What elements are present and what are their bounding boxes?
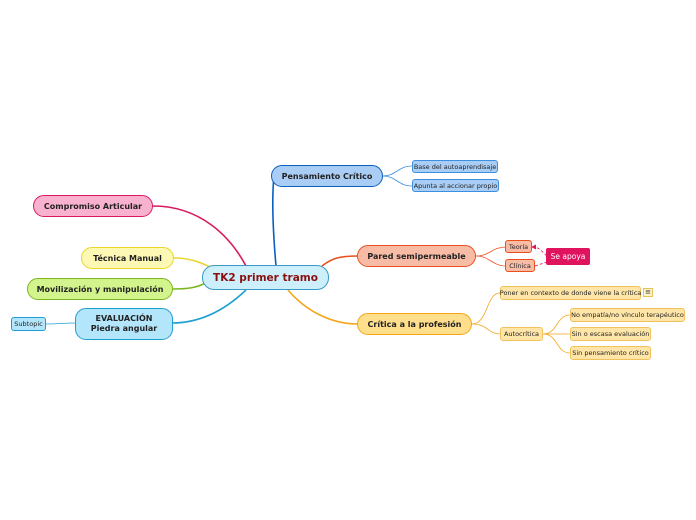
topic-label: Compromiso Articular (43, 201, 143, 211)
subtopic-sin-evaluacion[interactable]: Sin o escasa evaluación (570, 327, 651, 341)
topic-tecnica-manual[interactable]: Técnica Manual (81, 247, 174, 269)
subtopic-base-autoaprendisaje[interactable]: Base del autoaprendisaje (412, 160, 498, 173)
subtopic-label: Subtopic (14, 320, 43, 328)
link-no-empatia (542, 314, 571, 335)
topic-label-line2: Piedra angular (90, 324, 158, 333)
link-clinica (475, 255, 507, 267)
central-topic-label: TK2 primer tramo (213, 271, 318, 284)
subtopic-label: Apunta al accionar propio (413, 181, 498, 190)
subtopic-label: Autocrítica (503, 330, 540, 338)
link-base (382, 165, 413, 177)
subtopic-teoria[interactable]: Teoría (505, 240, 532, 253)
topic-label: Crítica a la profesión (367, 319, 462, 329)
subtopic-autocritica[interactable]: Autocrítica (500, 327, 543, 341)
link-autocritica (471, 323, 501, 335)
central-topic[interactable]: TK2 primer tramo (202, 265, 329, 290)
topic-critica-profesion[interactable]: Crítica a la profesión (357, 313, 472, 335)
subtopic-poner-en-contexto[interactable]: Poner en contexto de donde viene la crít… (500, 286, 641, 300)
subtopic-label: Poner en contexto de donde viene la crít… (499, 289, 642, 297)
subtopic-label: Sin pensamiento crítico (572, 349, 649, 357)
topic-pared-semipermeable[interactable]: Pared semipermeable (357, 245, 476, 267)
subtopic-generic[interactable]: Subtopic (11, 317, 46, 331)
link-poner (471, 292, 501, 325)
link-apunta (382, 175, 413, 187)
topic-label-line1: EVALUACIÓN (95, 314, 153, 323)
subtopic-label: Teoría (508, 242, 529, 251)
relation-label-se-apoya[interactable]: Se apoya (546, 248, 590, 265)
topic-label: Movilización y manipulación (36, 284, 164, 294)
link-compromiso (152, 205, 247, 267)
link-pensamiento (271, 175, 277, 267)
subtopic-label: Sin o escasa evaluación (571, 330, 650, 338)
subtopic-label: Base del autoaprendisaje (413, 162, 497, 171)
subtopic-label: Clínica (509, 261, 531, 270)
topic-label: Técnica Manual (93, 253, 162, 263)
topic-evaluacion[interactable]: EVALUACIÓN Piedra angular (75, 308, 173, 340)
subtopic-sin-pensamiento[interactable]: Sin pensamiento crítico (570, 346, 651, 360)
link-sin-pensamiento (542, 333, 571, 354)
topic-compromiso-articular[interactable]: Compromiso Articular (33, 195, 153, 217)
link-teoria (475, 246, 507, 257)
topic-label: Pared semipermeable (367, 251, 466, 261)
topic-movilizacion-manipulacion[interactable]: Movilización y manipulación (27, 278, 173, 300)
subtopic-no-empatia[interactable]: No empatía/no vínculo terapéutico (570, 308, 685, 322)
subtopic-apunta-accionar[interactable]: Apunta al accionar propio (412, 179, 499, 192)
subtopic-clinica[interactable]: Clínica (505, 259, 535, 272)
topic-label: Pensamiento Crítico (281, 171, 373, 181)
subtopic-label: No empatía/no vínculo terapéutico (571, 311, 684, 319)
link-critica (287, 289, 359, 325)
topic-pensamiento-critico[interactable]: Pensamiento Crítico (271, 165, 383, 187)
link-subtopic (45, 322, 77, 325)
relation-label: Se apoya (550, 252, 586, 261)
link-evaluacion (171, 289, 247, 324)
note-icon[interactable]: ≡ (643, 288, 653, 297)
link-pared (321, 255, 359, 267)
